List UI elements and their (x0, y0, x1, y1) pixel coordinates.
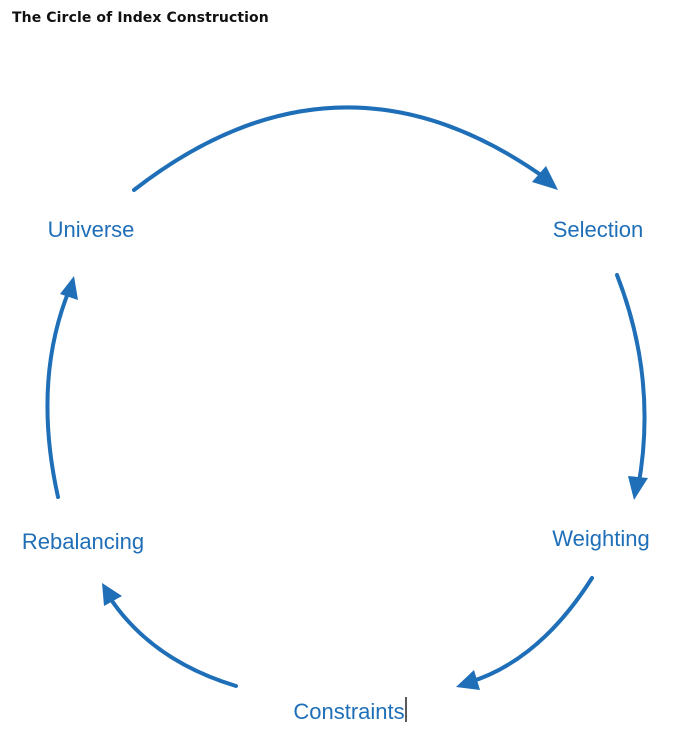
arrowhead-icon (456, 670, 480, 690)
arrowhead-icon (532, 166, 558, 190)
arrowhead-icon (60, 276, 78, 300)
edge-constraints-to-rebalancing (102, 583, 238, 688)
edge-weighting-to-constraints (456, 576, 594, 690)
node-constraints: Constraints (293, 699, 404, 724)
node-selection: Selection (553, 217, 644, 242)
edge-rebalancing-to-universe (45, 276, 78, 499)
node-universe: Universe (48, 217, 135, 242)
arrowhead-icon (628, 476, 648, 500)
edge-selection-to-weighting (615, 273, 648, 500)
node-rebalancing: Rebalancing (22, 529, 144, 554)
node-weighting: Weighting (552, 526, 649, 551)
arrowhead-icon (102, 583, 122, 606)
edge-universe-to-selection (132, 105, 558, 192)
diagram-title: The Circle of Index Construction (12, 10, 269, 26)
